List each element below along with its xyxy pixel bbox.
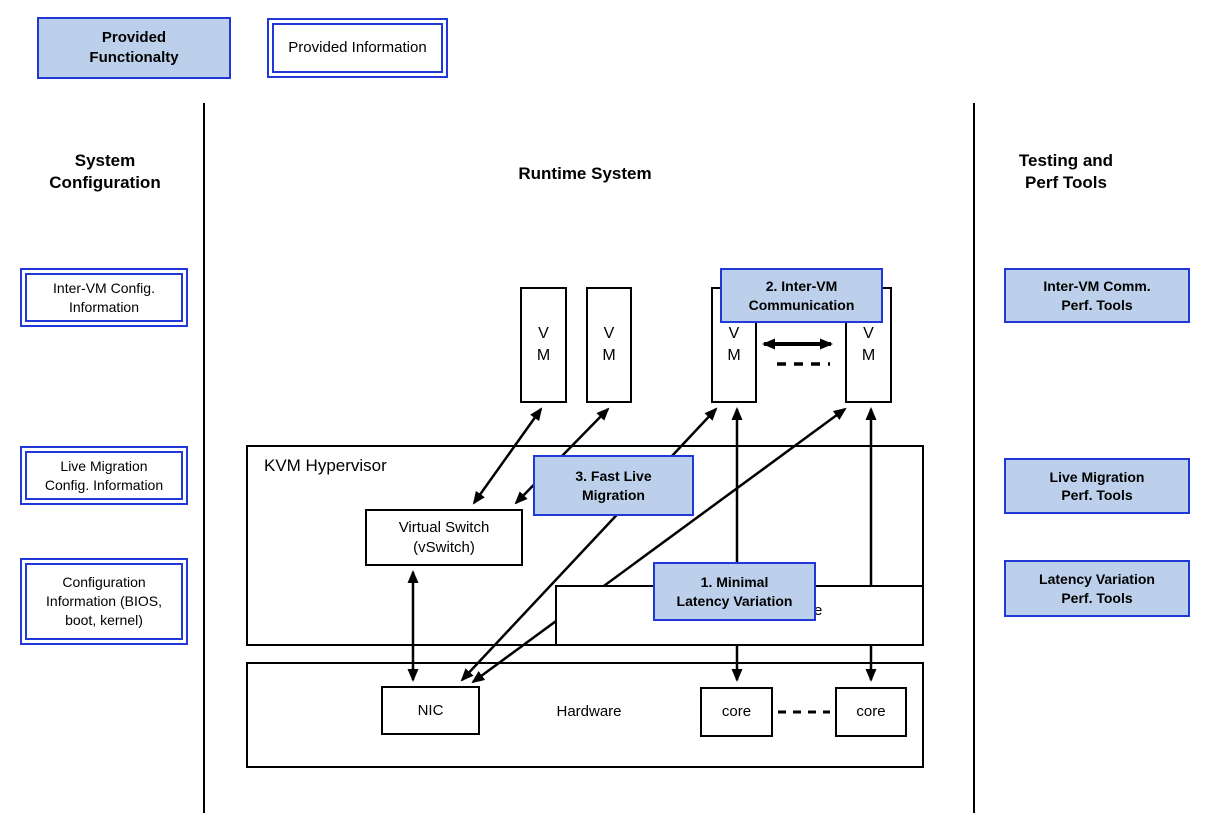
vm-box-1: V M [520, 287, 567, 403]
legend-provided-information: Provided Information [267, 18, 448, 78]
legend-provided-functionality: Provided Functionalty [37, 17, 231, 79]
callout-inter-vm-communication: 2. Inter-VM Communication [720, 268, 883, 323]
runtime-system-header: Runtime System [518, 164, 652, 183]
virtual-switch-box: Virtual Switch (vSwitch) [365, 509, 523, 566]
config-box-live-migration: Live Migration Config. Information [20, 446, 188, 505]
nic-box: NIC [381, 686, 480, 735]
core-box-2: core [835, 687, 907, 737]
system-configuration-header: System Configuration [49, 151, 161, 193]
right-column-divider [973, 103, 975, 813]
tools-box-latency-variation: Latency Variation Perf. Tools [1004, 560, 1190, 617]
left-column-divider [203, 103, 205, 813]
kvm-hypervisor-label: KVM Hypervisor [264, 456, 387, 475]
callout-fast-live-migration: 3. Fast Live Migration [533, 455, 694, 516]
config-box-inter-vm: Inter-VM Config. Information [20, 268, 188, 327]
core-box-1: core [700, 687, 773, 737]
callout-minimal-latency-variation: 1. Minimal Latency Variation [653, 562, 816, 621]
vm-box-2: V M [586, 287, 632, 403]
tools-box-inter-vm-comm: Inter-VM Comm. Perf. Tools [1004, 268, 1190, 323]
testing-perf-tools-header: Testing and Perf Tools [1018, 151, 1114, 193]
hardware-label: Hardware [556, 703, 622, 720]
config-box-bios-boot-kernel: Configuration Information (BIOS, boot, k… [20, 558, 188, 645]
tools-box-live-migration: Live Migration Perf. Tools [1004, 458, 1190, 514]
